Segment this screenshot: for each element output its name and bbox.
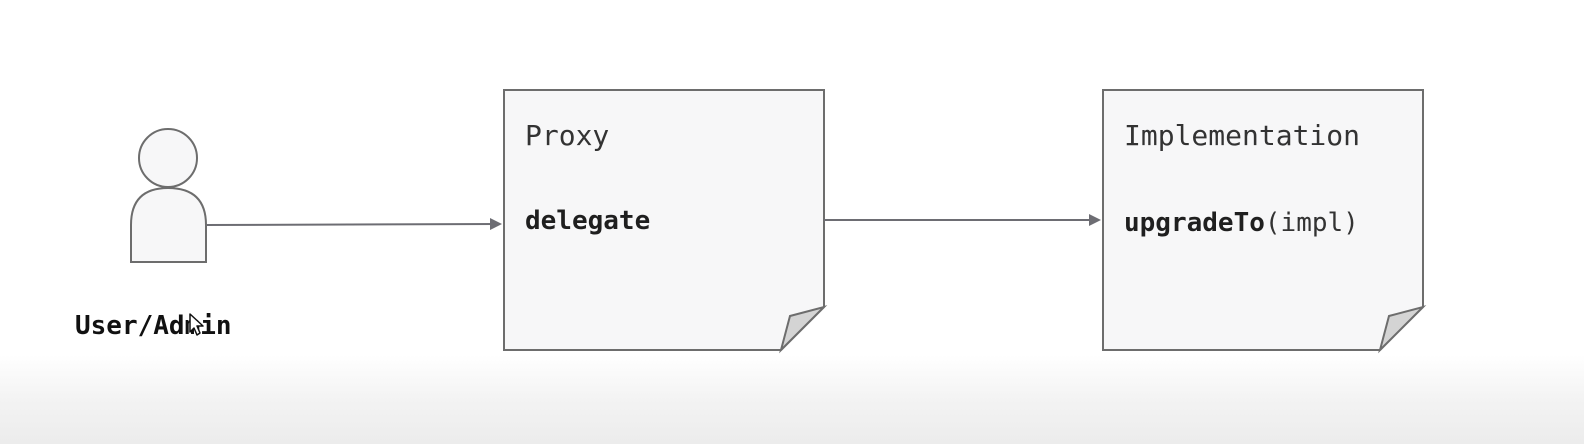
edge-actor-to-proxy <box>205 218 502 231</box>
mouse-pointer-icon <box>189 313 204 336</box>
actor-label: User/Admin <box>75 311 232 341</box>
actor-head-icon <box>138 128 198 188</box>
implementation-node[interactable]: Implementation upgradeTo(impl) <box>1102 89 1427 354</box>
proxy-fold-icon <box>779 305 828 354</box>
proxy-method: delegate <box>525 206 650 236</box>
implementation-title: Implementation <box>1124 119 1360 152</box>
proxy-node[interactable]: Proxy delegate <box>503 89 828 354</box>
implementation-fold-icon <box>1378 305 1427 354</box>
implementation-method: upgradeTo(impl) <box>1124 208 1359 238</box>
proxy-title: Proxy <box>525 119 609 152</box>
implementation-method-name: upgradeTo <box>1124 208 1265 238</box>
actor-body-icon <box>130 186 207 263</box>
actor-user-admin[interactable]: User/Admin <box>75 128 232 341</box>
implementation-method-args: (impl) <box>1265 208 1359 238</box>
